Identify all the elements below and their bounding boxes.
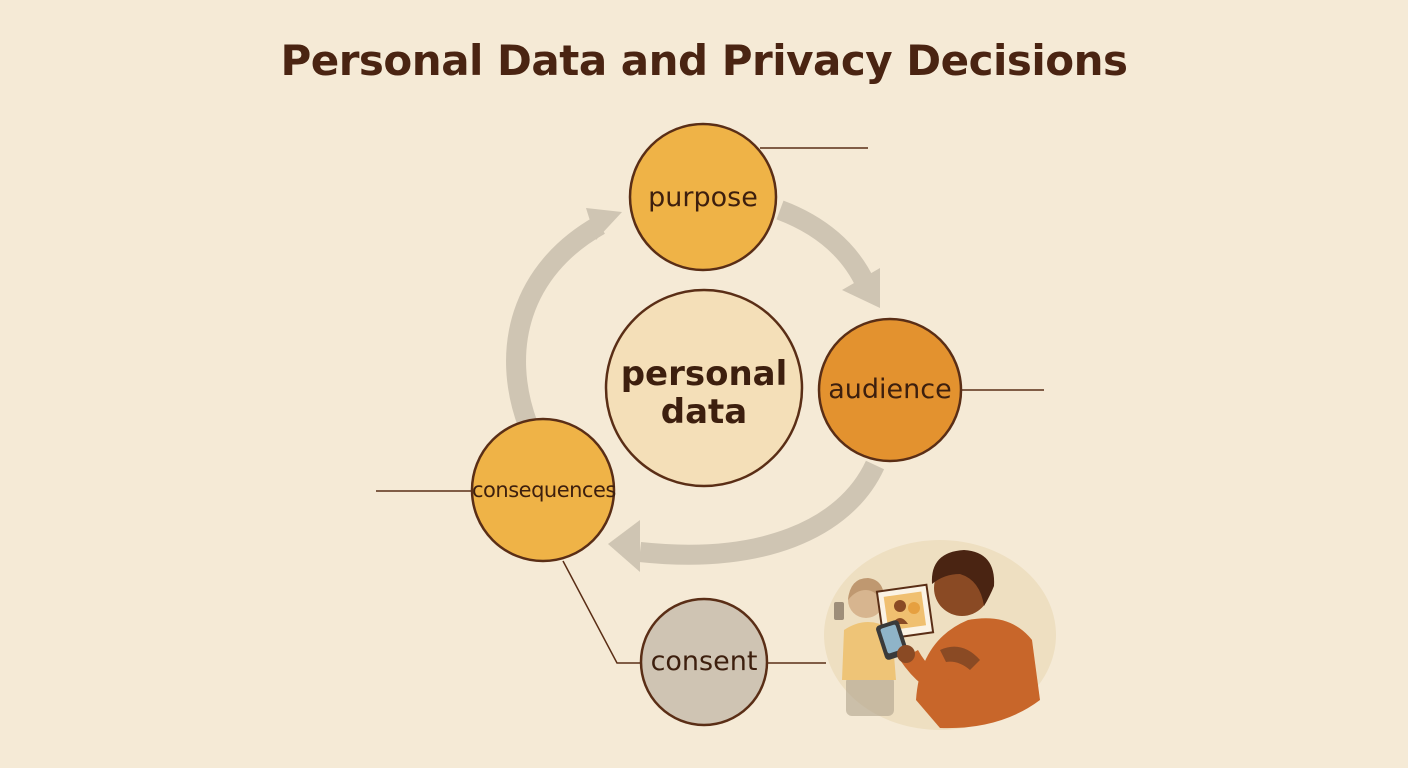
connector-lines <box>376 147 1044 664</box>
arrow-heads <box>586 208 880 572</box>
arrow-bottom-arc <box>638 460 885 565</box>
diagram-title: Personal Data and Privacy Decisions <box>280 36 1128 85</box>
node-purpose-label: purpose <box>648 182 758 213</box>
arrow-left-arc <box>506 216 606 429</box>
arrow-head-top-right <box>842 268 880 308</box>
arrow-head-bottom <box>608 520 640 572</box>
cycle-arrows <box>506 200 885 565</box>
person-using-phone-illustration <box>824 540 1056 730</box>
node-audience-circle <box>817 317 963 463</box>
node-audience-label: audience <box>828 374 952 405</box>
arrow-head-left <box>586 208 622 240</box>
arrow-top-right-arc <box>776 200 876 290</box>
node-consequences-circle <box>470 417 616 563</box>
foreground-person <box>876 550 1040 729</box>
node-center-label-line1: personal <box>620 354 788 394</box>
node-center-circle <box>604 288 804 488</box>
node-consent-label: consent <box>650 646 758 677</box>
node-purpose-circle <box>628 122 778 272</box>
node-consent-circle <box>639 597 769 727</box>
node-consequences-label: consequences <box>472 478 616 502</box>
connector-consequences-consent <box>562 560 642 664</box>
node-center-label-line2: data <box>660 392 748 432</box>
